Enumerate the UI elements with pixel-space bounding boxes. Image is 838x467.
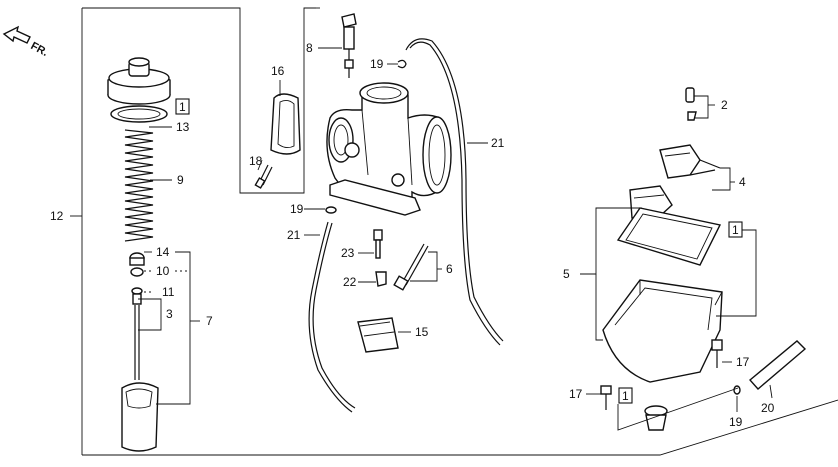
- callout-19-top: 19: [370, 57, 384, 71]
- idle-screw-icon: [341, 13, 357, 78]
- boxed-ref-label: 1: [622, 389, 629, 403]
- front-direction-label: FR.: [29, 40, 50, 59]
- float-icon: [629, 144, 721, 219]
- callout-6: 6: [446, 262, 453, 276]
- vent-tube-short-icon: [308, 221, 356, 413]
- callout-4: 4: [739, 175, 746, 189]
- drain-plug-icon: [644, 405, 668, 431]
- callout-3: 3: [166, 307, 173, 321]
- overflow-tube-icon: [748, 340, 807, 390]
- right-leader-lines: [580, 95, 773, 431]
- needle-jet-icon: [393, 243, 429, 291]
- band-bolt-icon: [254, 164, 273, 189]
- callout-8: 8: [306, 41, 313, 55]
- tube-clip-icon: [325, 206, 337, 214]
- group-outline-lines: [70, 7, 838, 456]
- callout-21-right: 21: [491, 136, 505, 150]
- intake-band-icon: [270, 93, 301, 155]
- callout-5: 5: [563, 267, 570, 281]
- bowl-tube-clip-icon: [733, 385, 741, 395]
- needle-retainer-icon: [129, 252, 145, 305]
- callout-12: 12: [50, 209, 64, 223]
- boxed-ref-1-cap: 1: [175, 98, 190, 115]
- callout-labels: 12 13 9 14 10 11 3 7 16 18 8 19 21 19 21…: [50, 41, 775, 429]
- callout-18: 18: [249, 154, 263, 168]
- callout-13: 13: [176, 120, 190, 134]
- callout-20: 20: [761, 401, 775, 415]
- drain-screw-icon: [711, 339, 723, 368]
- callout-10: 10: [156, 264, 170, 278]
- float-pin-icon: [685, 87, 697, 121]
- throttle-slide-icon: [121, 382, 159, 452]
- bowl-bolt-icon: [600, 385, 612, 410]
- callout-17-left: 17: [569, 387, 583, 401]
- callout-14: 14: [156, 245, 170, 259]
- callout-16: 16: [271, 64, 285, 78]
- boxed-ref-label: 1: [179, 100, 186, 114]
- callout-19-bottom: 19: [729, 415, 743, 429]
- middle-leader-lines: [257, 47, 488, 333]
- pilot-jet-icon: [373, 229, 383, 259]
- cable-holder-icon: [357, 317, 399, 353]
- callout-2: 2: [721, 98, 728, 112]
- boxed-ref-1-drain: 1: [618, 387, 633, 404]
- cap-gasket-icon: [110, 105, 168, 123]
- main-jet-icon: [375, 271, 387, 287]
- boxed-ref-1-gasket: 1: [728, 221, 743, 238]
- vent-tube-long-icon: [405, 38, 504, 346]
- boxed-ref-label: 1: [732, 223, 739, 237]
- float-bowl-icon: [602, 279, 723, 383]
- callout-19-left: 19: [290, 202, 304, 216]
- callout-11: 11: [162, 285, 175, 299]
- front-direction-arrow-icon: [2, 25, 31, 44]
- callout-21-left: 21: [287, 228, 301, 242]
- callout-7: 7: [206, 314, 213, 328]
- carburetor-body-icon: [326, 82, 452, 216]
- throttle-cap-icon: [107, 57, 171, 105]
- vent-clip-icon: [397, 59, 407, 69]
- callout-17-right: 17: [736, 355, 750, 369]
- throttle-spring-icon: [124, 129, 154, 242]
- jet-needle-icon: [134, 305, 140, 380]
- callout-23: 23: [341, 246, 355, 260]
- callout-22: 22: [343, 275, 357, 289]
- callout-9: 9: [177, 173, 184, 187]
- left-leader-lines: [138, 126, 200, 405]
- bowl-gasket-icon: [616, 207, 722, 266]
- callout-15: 15: [415, 325, 429, 339]
